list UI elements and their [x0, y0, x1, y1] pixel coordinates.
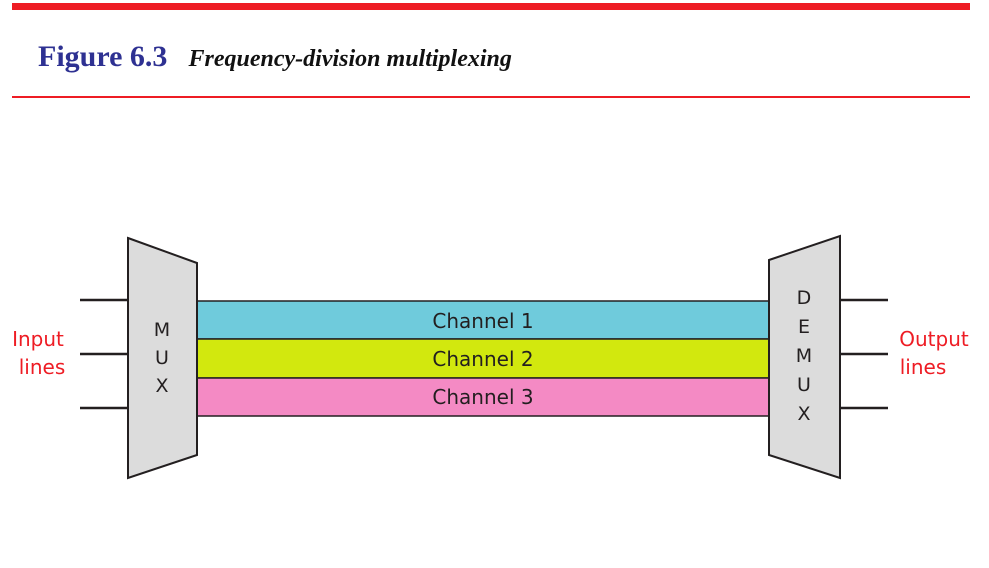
top-rule [12, 3, 970, 10]
mux-letter-m: M [154, 319, 170, 341]
demux-letter-d: D [797, 287, 812, 309]
figure-title: Figure 6.3 Frequency-division multiplexi… [38, 40, 512, 80]
figure-number: Figure 6.3 [38, 40, 168, 73]
output-label-line1: Output [899, 327, 969, 351]
input-label-line2: lines [19, 355, 66, 379]
mux-letter-x: X [155, 375, 168, 397]
bottom-rule [12, 96, 970, 98]
demux-letter-m: M [796, 345, 812, 367]
channel-label-3: Channel 3 [432, 385, 533, 409]
mux-block [127, 236, 198, 480]
demux-letter-x: X [797, 403, 810, 425]
output-label-line2: lines [900, 355, 947, 379]
demux-letter-e: E [798, 316, 810, 338]
mux-letter-u: U [155, 347, 169, 369]
input-label-line1: Input [12, 327, 64, 351]
channel-band-1 [196, 300, 770, 340]
figure-caption: Frequency-division multiplexing [188, 46, 512, 72]
channel-label-1: Channel 1 [432, 309, 533, 333]
demux-letter-u: U [797, 374, 811, 396]
channel-label-2: Channel 2 [432, 347, 533, 371]
demux-block [768, 234, 841, 480]
